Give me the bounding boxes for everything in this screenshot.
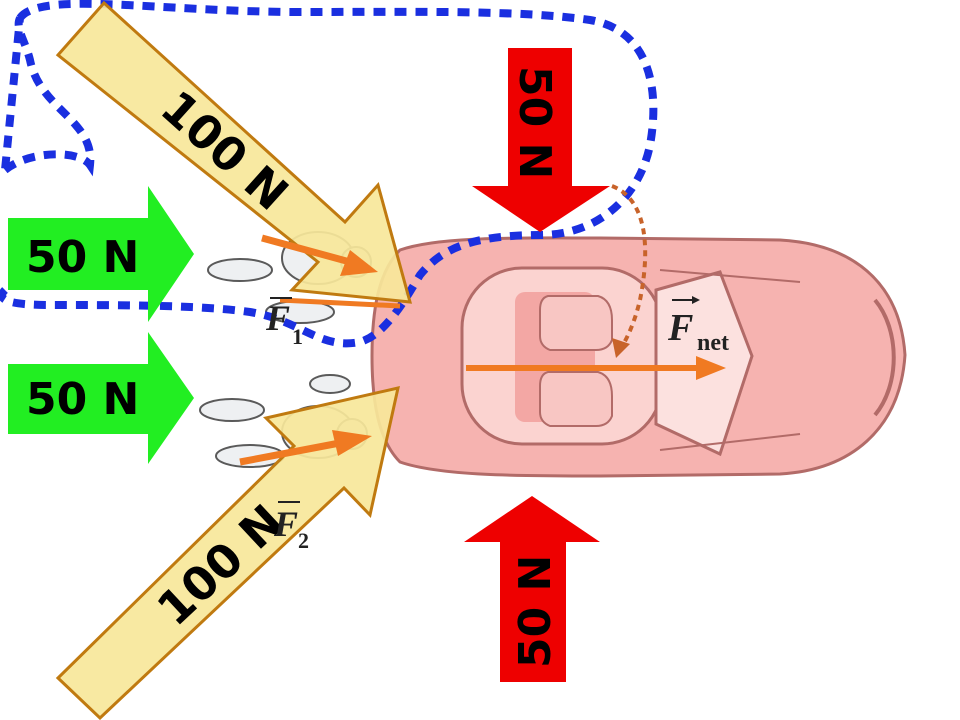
red-arrow-top — [472, 48, 610, 232]
green-arrow-top — [8, 186, 194, 322]
f2-symbol: F — [273, 504, 298, 544]
fnet-subscript: net — [697, 330, 729, 356]
label-green-bottom: 50 N — [26, 374, 139, 425]
f1-symbol: F — [265, 298, 290, 338]
vector-label-f1: F 1 — [265, 297, 303, 349]
force-arrow-fnet — [466, 356, 726, 380]
f2-subscript: 2 — [298, 528, 309, 553]
label-yellow-bottom: 100 N — [147, 494, 294, 636]
force-arrow-f2 — [239, 430, 372, 466]
vector-label-fnet: F net — [667, 296, 729, 356]
label-yellow-top: 100 N — [151, 80, 299, 221]
car-seat-front-left — [539, 295, 613, 351]
force-arrow-f2-head — [332, 430, 372, 456]
system-boundary-dotted-outline — [0, 0, 658, 348]
car-top-view-icon — [370, 236, 907, 478]
fnet-symbol: F — [667, 307, 693, 349]
car-seat-front-right — [539, 371, 613, 427]
dotted-curve-arrow-head — [612, 338, 630, 358]
yellow-arrow-bottom-body — [55, 386, 400, 720]
car-front-bumper — [873, 298, 896, 417]
force-arrow-f1 — [261, 234, 401, 309]
yellow-arrow-top-body — [55, 0, 413, 304]
green-arrow-bottom — [8, 332, 194, 464]
label-red-top: 50 N — [509, 66, 560, 179]
car-side-line-bottom — [659, 433, 801, 451]
f1-subscript: 1 — [292, 324, 303, 349]
force-arrow-f1-shaft — [261, 234, 351, 266]
force-arrow-fnet-head — [696, 356, 726, 380]
dotted-curve-arrow — [611, 184, 648, 352]
fnet-vector-bar-head — [692, 296, 700, 304]
person-bottom-leg-back — [199, 398, 265, 422]
force-arrow-f1-head — [340, 250, 378, 276]
force-arrow-f2-shaft — [239, 438, 346, 466]
person-bottom-shoulder — [309, 374, 351, 394]
car-side-line-top — [659, 269, 801, 283]
force-arrow-f1-shaft-extra — [279, 297, 401, 309]
vector-label-f2: F 2 — [273, 501, 309, 553]
person-top-leg-back — [207, 258, 273, 282]
yellow-arrow-top — [55, 0, 413, 304]
label-red-bottom: 50 N — [510, 555, 561, 668]
label-green-top: 50 N — [26, 232, 139, 283]
yellow-arrow-bottom — [55, 386, 400, 720]
red-arrow-bottom — [464, 496, 600, 682]
